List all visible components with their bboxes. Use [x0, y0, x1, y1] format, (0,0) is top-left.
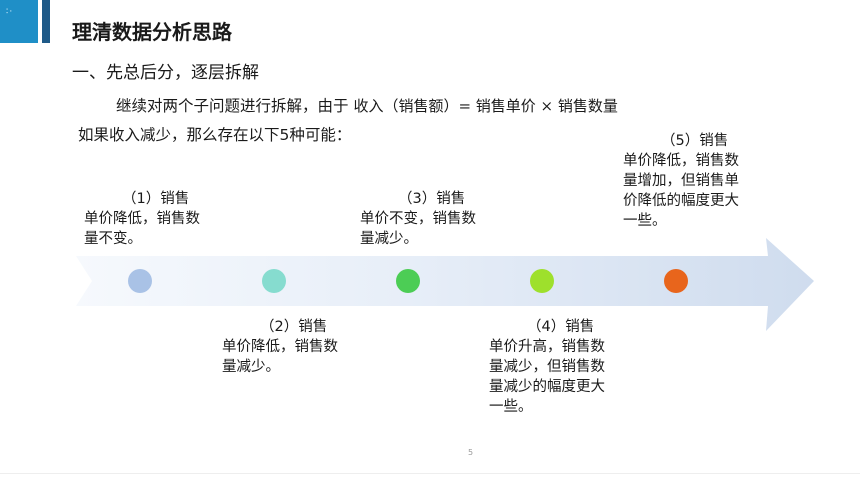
case-2: （2）销售 单价降低，销售数量减少。 [222, 317, 340, 377]
intro-line: 继续对两个子问题进行拆解，由于 收入（销售额）= 销售单价 × 销售数量 [116, 94, 618, 116]
slide-title: 理清数据分析思路 [72, 20, 232, 44]
case-1-body: 单价降低，销售数量不变。 [84, 211, 200, 247]
timeline-dot-4 [530, 269, 554, 293]
lead-sentence: 如果收入减少，那么存在以下5种可能： [78, 126, 352, 144]
case-3-body: 单价不变，销售数量减少。 [360, 211, 476, 247]
section-subtitle: 一、先总后分，逐层拆解 [72, 63, 259, 83]
corner-block: ∶· [0, 0, 38, 43]
case-2-head: （2）销售 [260, 319, 328, 335]
case-5-body: 单价降低，销售数量增加，但销售单价降低的幅度更大一些。 [623, 153, 739, 229]
timeline-dot-2 [262, 269, 286, 293]
corner-stripe [42, 0, 50, 43]
case-5-head: （5）销售 [661, 133, 729, 149]
case-3-head: （3）销售 [398, 191, 466, 207]
arrow-shape [76, 238, 814, 331]
timeline-dot-1 [128, 269, 152, 293]
case-1-head: （1）销售 [122, 191, 190, 207]
intro-text: 继续对两个子问题进行拆解，由于 [116, 97, 349, 115]
timeline-dot-5 [664, 269, 688, 293]
timeline-dot-3 [396, 269, 420, 293]
page-number: 5 [468, 448, 474, 457]
case-3: （3）销售 单价不变，销售数量减少。 [360, 189, 478, 249]
decor-dots-icon: ∶· [6, 7, 14, 17]
case-2-body: 单价降低，销售数量减少。 [222, 339, 338, 375]
case-4: （4）销售 单价升高，销售数量减少，但销售数量减少的幅度更大一些。 [489, 317, 607, 417]
case-5: （5）销售 单价降低，销售数量增加，但销售单价降低的幅度更大一些。 [623, 131, 741, 231]
case-4-body: 单价升高，销售数量减少，但销售数量减少的幅度更大一些。 [489, 339, 605, 415]
timeline-dots [128, 269, 688, 293]
revenue-formula: 收入（销售额）= 销售单价 × 销售数量 [353, 97, 618, 115]
case-1: （1）销售 单价降低，销售数量不变。 [84, 189, 202, 249]
footer-divider [0, 473, 860, 474]
case-4-head: （4）销售 [527, 319, 595, 335]
